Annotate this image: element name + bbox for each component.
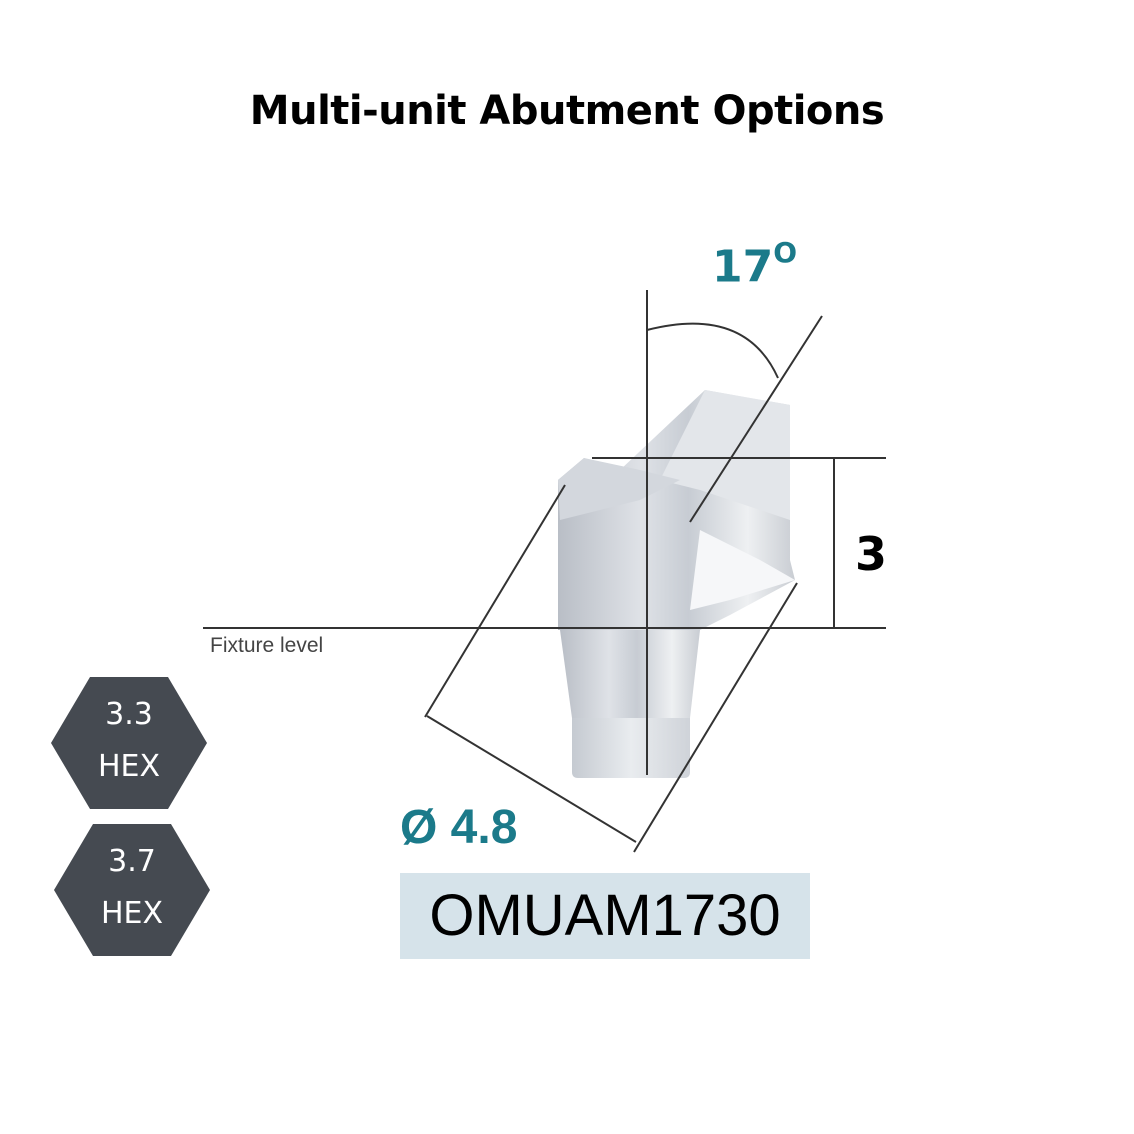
diameter-dimension-line [426,715,637,843]
angle-label: 17O [712,236,797,293]
hex-badge-3-3: 3.3 HEX [51,677,207,809]
hex-size: 3.3 [105,697,153,732]
page-title: Multi-unit Abutment Options [249,88,885,134]
fixture-level-label: Fixture level [210,634,324,657]
product-code-box: OMUAM1730 [400,873,810,959]
angle-value: 17 [712,241,774,293]
angle-arc [646,322,779,379]
hex-size: 3.7 [108,844,156,879]
tilted-axis-line [689,315,823,523]
product-code: OMUAM1730 [429,883,781,948]
hex-label: HEX [100,896,164,931]
diameter-extension-left [424,484,566,718]
degree-symbol: O [773,236,798,269]
hex-badge-3-7: 3.7 HEX [54,824,210,956]
abutment-image [558,390,795,778]
height-label: 3 [855,527,888,581]
hex-label: HEX [97,749,161,784]
diameter-extension-right [633,582,798,853]
diameter-label: Ø 4.8 [400,801,518,854]
